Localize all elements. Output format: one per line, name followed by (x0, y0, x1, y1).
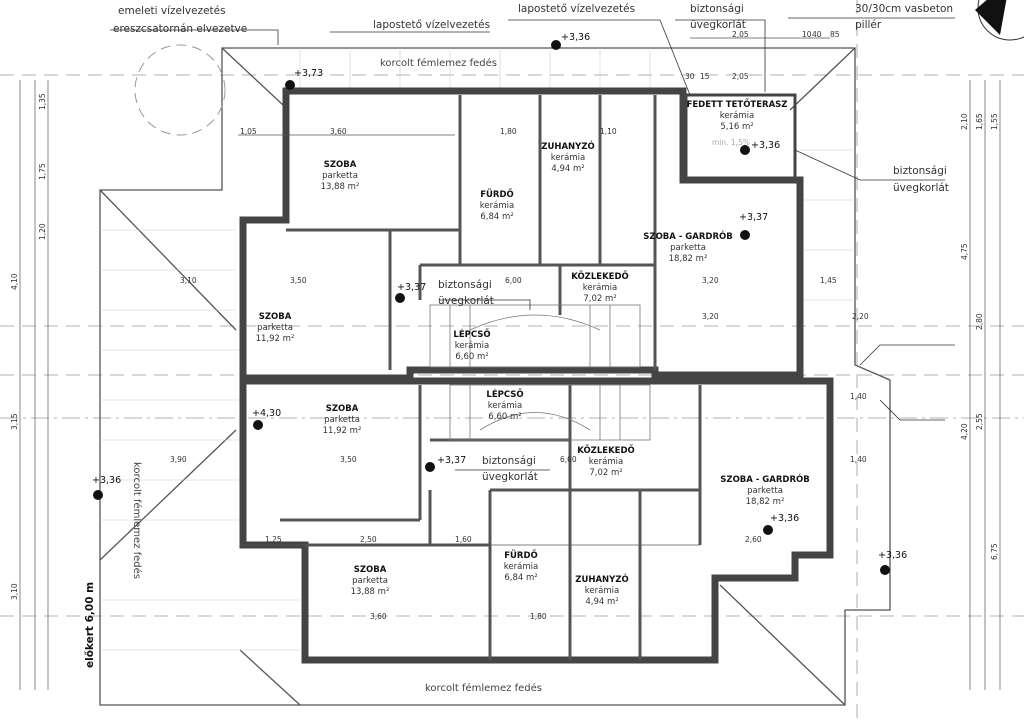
dimension-label: 2,10 (960, 113, 969, 130)
annotation-railing-low: biztonsági (482, 455, 536, 467)
dimension-label: 2,60 (745, 535, 762, 544)
dimension-label: 1,10 (600, 127, 617, 136)
dimension-label: 2,50 (360, 535, 377, 544)
dimension-label: 2,20 (852, 312, 869, 321)
roof-seams (100, 48, 855, 651)
dimension-label: 85 (830, 30, 840, 39)
dimension-label: 1,05 (240, 127, 257, 136)
dimension-label: 2,05 (732, 30, 749, 39)
level-marker: +3,36 (878, 550, 908, 561)
dimension-label: 1,20 (38, 223, 47, 240)
dimension-label: 3,90 (170, 455, 187, 464)
dimension-lines (19, 37, 1001, 690)
dimension-label: 3,10 (10, 583, 19, 600)
annotation-railing-right: biztonsági (893, 165, 947, 177)
dimension-label: 3,20 (702, 312, 719, 321)
annotation-pillar-2: pillér (855, 19, 882, 31)
level-markers (93, 40, 890, 575)
leader-lines (110, 17, 955, 471)
dimension-label: 6,00 (560, 455, 577, 464)
dimension-label: 2,05 (732, 72, 749, 81)
north-arrow (975, 0, 1024, 41)
annotation-gutter: ereszcsatornán elvezetve (113, 23, 248, 35)
dimension-label: 1,80 (500, 127, 517, 136)
level-marker: +3,37 (437, 455, 467, 466)
dimension-label: 1,55 (990, 113, 999, 130)
dimension-label: 10 (802, 30, 812, 39)
dimension-label: 1,60 (455, 535, 472, 544)
dimension-label: 1,65 (975, 113, 984, 130)
dimension-label: 1,75 (38, 163, 47, 180)
dimension-label: 4,20 (960, 423, 969, 440)
annotation-railing-mid-2: üvegkorlát (438, 295, 494, 307)
annotation-pillar: 30/30cm vasbeton (855, 3, 954, 15)
dimension-label: 3,60 (330, 127, 347, 136)
annotation-floor-drainage: emeleti vízelvezetés (118, 5, 226, 17)
dimension-label: 3,20 (702, 276, 719, 285)
dimension-label: 2,80 (975, 313, 984, 330)
dimension-label: 1,40 (850, 455, 867, 464)
dimension-label: 15 (700, 72, 710, 81)
annotation-glass-railing: biztonsági (690, 3, 744, 15)
annotation-glass-railing-2: üvegkorlát (690, 19, 746, 31)
dimension-label: 6,00 (505, 276, 522, 285)
dimension-label: 1,80 (530, 612, 547, 621)
level-marker: +3,36 (92, 475, 122, 486)
level-marker: +3,37 (739, 212, 769, 223)
roof-label-bottom: korcolt fémlemez fedés (425, 683, 542, 694)
annotation-railing-mid: biztonsági (438, 279, 492, 291)
stairs (429, 304, 651, 441)
level-marker: +3,36 (770, 513, 800, 524)
setback-label: előkert 6,00 m (84, 581, 96, 668)
level-marker: +3,36 (561, 32, 591, 43)
annotation-flat-roof-drainage-2: lapostető vízelvezetés (518, 3, 636, 15)
roof-label-top: korcolt fémlemez fedés (380, 58, 497, 69)
dimension-label: 1,35 (38, 93, 47, 110)
dimension-label: 40 (812, 30, 822, 39)
dimension-label: 3,15 (10, 413, 19, 430)
dimension-label: 3,50 (340, 455, 357, 464)
roof-label-left: korcolt fémlemez fedés (131, 462, 142, 579)
level-marker: +3,37 (397, 282, 427, 293)
dimension-label: 3,60 (370, 612, 387, 621)
tree-outline (134, 44, 226, 136)
level-marker: +3,73 (294, 68, 324, 79)
dimension-label: 4,75 (960, 243, 969, 260)
dimension-label: 2,55 (975, 413, 984, 430)
annotation-railing-right-2: üvegkorlát (893, 182, 949, 194)
dimension-label: 30 (685, 72, 695, 81)
annotation-railing-low-2: üvegkorlát (482, 471, 538, 483)
dimension-label: 1,45 (820, 276, 837, 285)
dimension-label: 4,10 (10, 273, 19, 290)
slope-label: min. 1,5% (712, 138, 750, 147)
roof-outline (99, 47, 891, 706)
dimension-label: 6,75 (990, 543, 999, 560)
dimension-label: 3,10 (180, 276, 197, 285)
dimension-label: 1,40 (850, 392, 867, 401)
annotation-flat-roof-drainage: lapostető vízelvezetés (373, 19, 491, 31)
level-marker: +4,30 (252, 408, 282, 419)
level-marker: +3,36 (751, 140, 781, 151)
dimension-label: 1,25 (265, 535, 282, 544)
dimension-label: 3,50 (290, 276, 307, 285)
